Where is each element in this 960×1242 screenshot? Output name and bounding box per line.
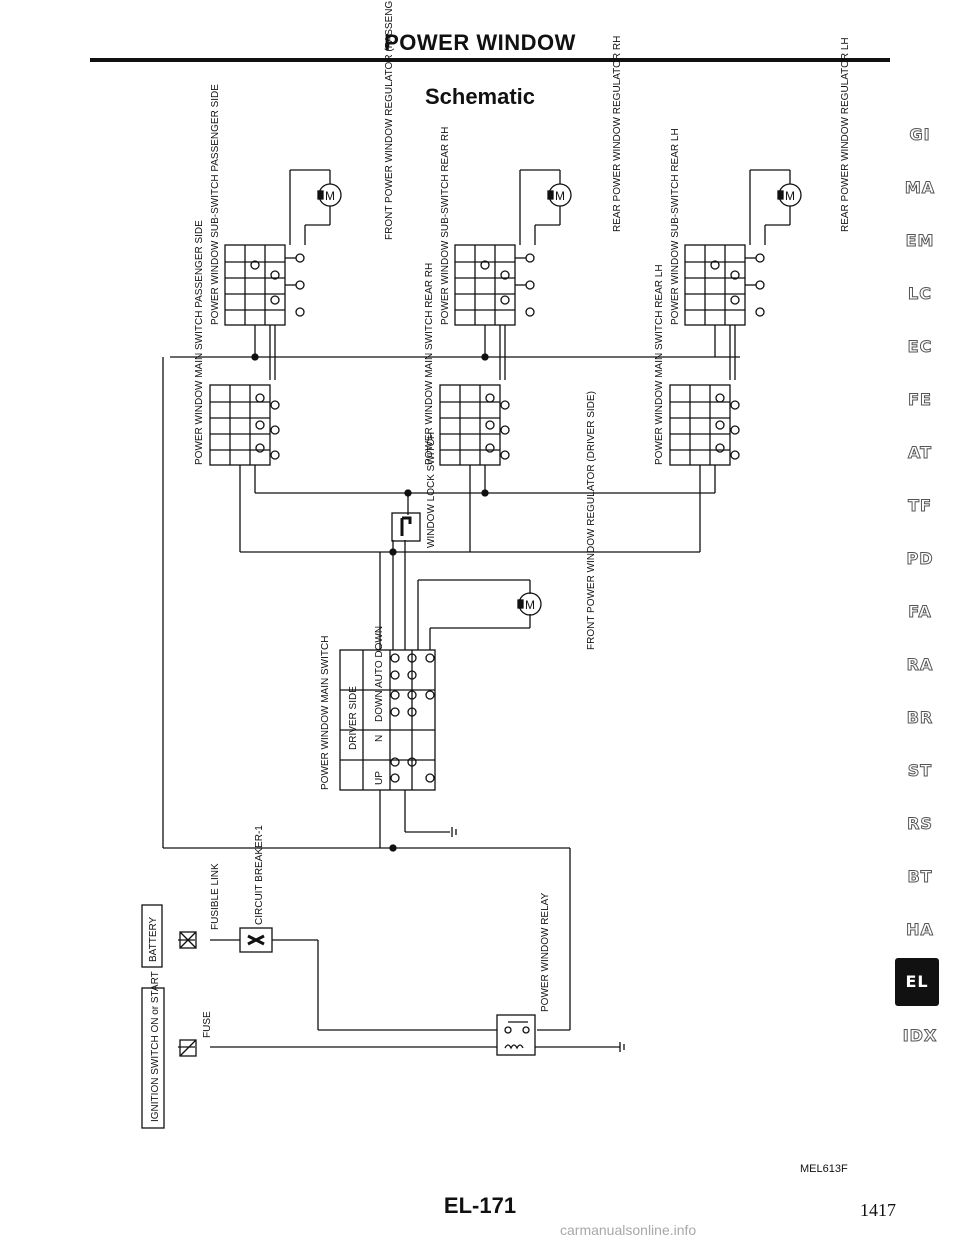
label-ignition-switch: IGNITION SWITCH ON or START xyxy=(150,971,161,1122)
label-driver-side: DRIVER SIDE xyxy=(348,686,359,750)
label-main-switch-rear-rh: POWER WINDOW MAIN SWITCH REAR RH xyxy=(424,263,435,465)
ignition-switch xyxy=(141,987,165,1129)
side-tab-idx[interactable]: IDX xyxy=(902,1026,938,1046)
power-window-relay xyxy=(496,1014,536,1056)
page-number: EL-171 xyxy=(443,1193,517,1218)
label-rear-rh-motor: REAR POWER WINDOW REGULATOR RH xyxy=(612,36,623,232)
svg-text:M: M xyxy=(785,189,795,203)
label-main-switch-passenger: POWER WINDOW MAIN SWITCH PASSENGER SIDE xyxy=(194,220,205,465)
label-front-passenger-motor: FRONT POWER WINDOW REGULATOR (PASSENGER … xyxy=(384,0,395,240)
side-tab-at[interactable]: AT xyxy=(907,443,933,463)
label-rear-lh-motor: REAR POWER WINDOW REGULATOR LH xyxy=(840,37,851,232)
main-switch-driver xyxy=(339,649,436,791)
fusible-link xyxy=(179,931,197,949)
main-switch-passenger xyxy=(209,384,280,466)
window-lock-switch xyxy=(391,512,421,542)
side-tab-fe[interactable]: FE xyxy=(908,390,932,410)
svg-text:M: M xyxy=(325,189,335,203)
motor-front-passenger: M xyxy=(289,169,342,245)
svg-text:M: M xyxy=(555,189,565,203)
label-n: N xyxy=(374,735,385,742)
watermark: carmanualsonline.info xyxy=(560,1222,697,1238)
figure-code: MEL613F xyxy=(800,1163,848,1175)
sub-switch-rear-rh xyxy=(454,244,535,326)
side-tab-st[interactable]: ST xyxy=(907,761,933,781)
side-tab-ha[interactable]: HA xyxy=(906,920,934,940)
label-circuit-breaker: CIRCUIT BREAKER-1 xyxy=(254,825,265,925)
side-tab-lc[interactable]: LC xyxy=(908,284,932,304)
side-tab-fa[interactable]: FA xyxy=(908,602,932,622)
battery xyxy=(141,904,163,968)
label-front-driver-motor: FRONT POWER WINDOW REGULATOR (DRIVER SID… xyxy=(586,391,597,650)
page-subtitle: Schematic xyxy=(424,84,536,109)
side-tab-rs[interactable]: RS xyxy=(907,814,933,834)
svg-text:M: M xyxy=(525,598,535,612)
side-tab-ec[interactable]: EC xyxy=(907,337,933,357)
label-sub-switch-passenger: POWER WINDOW SUB-SWITCH PASSENGER SIDE xyxy=(210,84,221,325)
page-count: 1417 xyxy=(860,1200,896,1220)
main-switch-rear-lh xyxy=(669,384,740,466)
sub-switch-rear-lh xyxy=(684,244,765,326)
side-tab-em[interactable]: EM xyxy=(905,231,935,251)
label-auto-down: AUTO DOWN xyxy=(374,626,385,688)
side-tab-gi[interactable]: GI xyxy=(909,125,931,145)
side-tab-tf[interactable]: TF xyxy=(908,496,932,516)
side-tab-el-active[interactable]: EL xyxy=(895,958,939,1006)
sub-switch-passenger xyxy=(224,244,305,326)
label-sub-switch-rear-lh: POWER WINDOW SUB-SWITCH REAR LH xyxy=(670,128,681,325)
side-tab-ra[interactable]: RA xyxy=(906,655,934,675)
motor-rear-lh: M xyxy=(749,169,802,245)
side-tab-ma[interactable]: MA xyxy=(904,178,936,198)
motor-rear-rh: M xyxy=(519,169,572,245)
label-fuse: FUSE xyxy=(202,1011,213,1038)
label-lock-switch: WINDOW LOCK SWITCH xyxy=(426,432,437,548)
label-fusible-link: FUSIBLE LINK xyxy=(210,863,221,930)
side-tab-br[interactable]: BR xyxy=(906,708,934,728)
main-switch-rear-rh xyxy=(439,384,510,466)
circuit-breaker xyxy=(239,927,273,953)
side-tab-bt[interactable]: BT xyxy=(907,867,933,887)
label-sub-switch-rear-rh: POWER WINDOW SUB-SWITCH REAR RH xyxy=(440,127,451,325)
fuse xyxy=(179,1039,197,1057)
label-relay: POWER WINDOW RELAY xyxy=(540,892,551,1012)
wiring xyxy=(162,325,740,1052)
label-up: UP xyxy=(374,771,385,785)
motor-front-driver: M xyxy=(517,592,542,616)
label-down: DOWN xyxy=(374,690,385,722)
page-title: POWER WINDOW xyxy=(384,30,576,55)
label-main-switch-driver: POWER WINDOW MAIN SWITCH xyxy=(320,636,331,790)
label-battery: BATTERY xyxy=(148,916,159,962)
label-main-switch-rear-lh: POWER WINDOW MAIN SWITCH REAR LH xyxy=(654,264,665,465)
side-tab-pd[interactable]: PD xyxy=(906,549,934,569)
header-rule xyxy=(90,58,890,62)
